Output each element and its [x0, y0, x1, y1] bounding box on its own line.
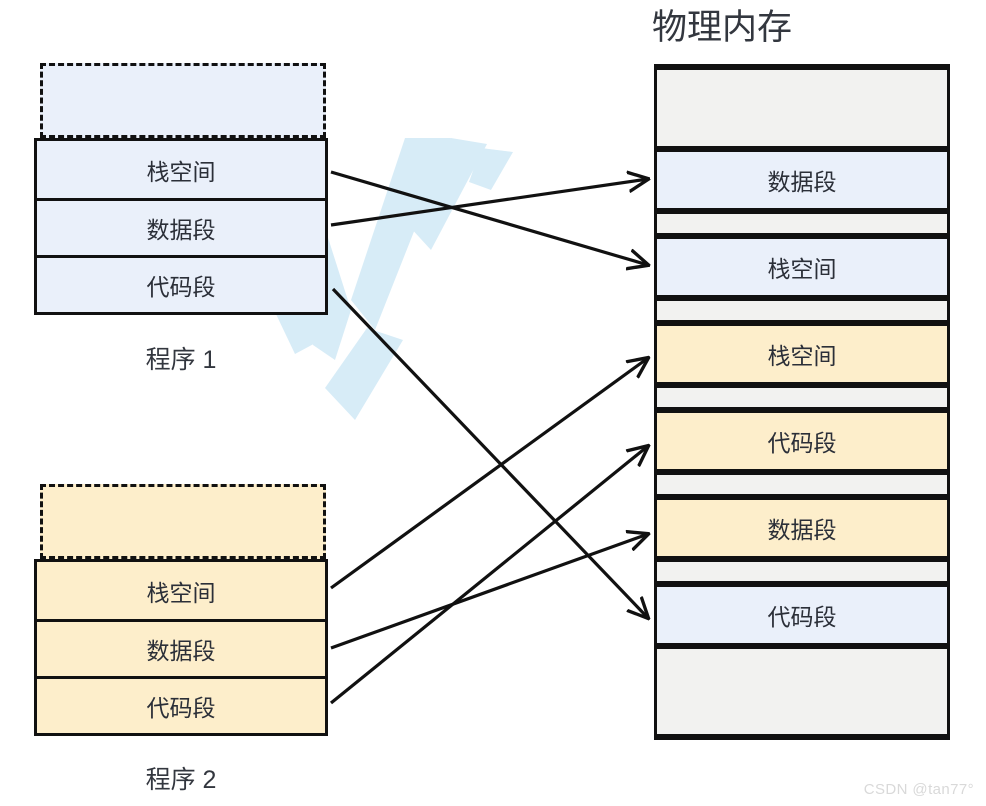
- program-1-reserved-area: [40, 63, 326, 138]
- program-2-segments: 栈空间 数据段 代码段: [34, 559, 328, 736]
- memory-block-free-8: [657, 472, 947, 497]
- csdn-watermark: CSDN @tan77°: [863, 781, 974, 798]
- program-1-segment-stack: 栈空间: [146, 158, 216, 185]
- program-2-segment-data: 数据段: [37, 619, 325, 676]
- memory-block-program1-1: 数据段: [657, 149, 947, 211]
- memory-block-program1-3: 栈空间: [657, 236, 947, 298]
- program-1-caption: 程序 1: [145, 346, 217, 374]
- memory-block-free-6: [657, 385, 947, 410]
- memory-block-free-0: [657, 67, 947, 149]
- mapping-arrow-0: [330, 170, 648, 265]
- memory-block-label: 栈空间: [767, 343, 837, 369]
- memory-block-free-12: [657, 646, 947, 737]
- memory-block-program2-5: 栈空间: [657, 323, 947, 385]
- mapping-arrow-2: [331, 287, 648, 618]
- memory-block-program2-7: 代码段: [657, 410, 947, 472]
- memory-block-label: 数据段: [767, 517, 837, 543]
- physical-memory-title: 物理内存: [652, 8, 793, 47]
- mapping-arrow-5: [329, 446, 648, 705]
- memory-block-free-4: [657, 298, 947, 323]
- program-1-segment-code: 代码段: [37, 255, 325, 312]
- memory-block-label: 代码段: [767, 430, 837, 456]
- program-2-segment-code: 代码段: [37, 676, 325, 733]
- memory-block-program1-11: 代码段: [657, 584, 947, 646]
- program-1-segment-data: 数据段: [37, 198, 325, 255]
- program-2-segment-stack: 栈空间: [146, 579, 216, 606]
- memory-block-free-2: [657, 211, 947, 236]
- program-2-caption: 程序 2: [145, 766, 217, 794]
- memory-block-label: 数据段: [767, 169, 837, 195]
- mapping-arrow-3: [330, 358, 648, 590]
- mapping-arrow-4: [330, 534, 648, 650]
- memory-block-label: 栈空间: [767, 256, 837, 282]
- mapping-arrow-1: [330, 179, 648, 227]
- program-1-segments: 栈空间 数据段 代码段: [34, 138, 328, 315]
- memory-block-free-10: [657, 559, 947, 584]
- program-2-reserved-area: [40, 484, 326, 559]
- memory-block-program2-9: 数据段: [657, 497, 947, 559]
- physical-memory-column: 数据段栈空间栈空间代码段数据段代码段: [654, 64, 950, 740]
- memory-block-label: 代码段: [767, 604, 837, 630]
